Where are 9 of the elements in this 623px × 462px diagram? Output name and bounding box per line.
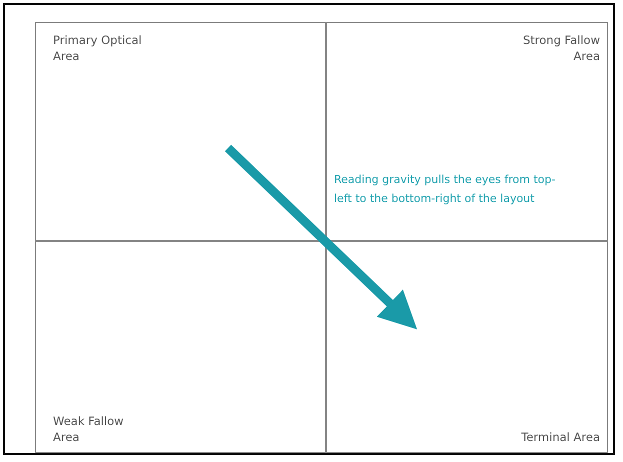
quadrant-box	[325, 22, 608, 242]
area-label: Primary Optical Area	[53, 32, 143, 64]
quadrant-box	[35, 22, 327, 242]
quadrant-box	[325, 240, 608, 453]
quadrant-box	[35, 240, 327, 453]
area-label: Terminal Area	[520, 429, 600, 445]
area-label: Strong Fallow Area	[522, 32, 600, 64]
area-label: Weak Fallow Area	[53, 413, 125, 445]
annotation-text: Reading gravity pulls the eyes from top-left to the bottom-right of the layout	[334, 172, 556, 207]
